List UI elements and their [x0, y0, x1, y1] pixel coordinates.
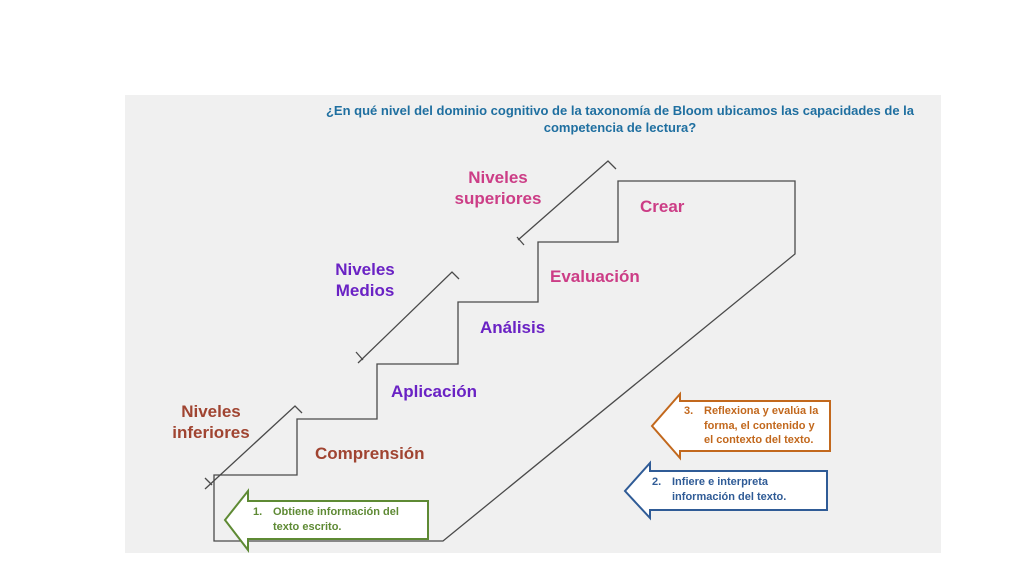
bracket-inferiores [204, 405, 303, 490]
arrow-3-line-3: el contexto del texto. [704, 434, 814, 446]
step-crear: Crear [640, 197, 685, 216]
arrow-3-number: 3. [684, 405, 694, 417]
level-medios-line-2: Medios [335, 281, 395, 300]
arrow-3-line-2: forma, el contenido y [704, 419, 815, 432]
slide: ¿En qué nivel del dominio cognitivo de l… [125, 95, 941, 553]
level-inferiores-line-1: Niveles [181, 402, 241, 421]
level-superiores-line-2: superiores [454, 189, 542, 208]
arrow-2-number: 2. [652, 476, 662, 488]
level-superiores-line-1: Niveles [468, 168, 528, 187]
arrow-3-text: 3. Reflexiona y evalúa la forma, el conte… [684, 404, 818, 448]
bracket-medios [357, 271, 460, 364]
arrow-2-text: 2. Infiere e interpreta información del t… [652, 475, 786, 504]
staircase-diagram [204, 160, 831, 553]
step-comprension: Comprensión [315, 444, 425, 463]
step-evaluacion: Evaluación [550, 267, 640, 286]
level-inferiores-label: Niveles inferiores [161, 401, 261, 443]
arrow-2-line-1: Infiere e interpreta [672, 476, 768, 488]
level-medios-label: Niveles Medios [315, 259, 415, 301]
level-inferiores-line-2: inferiores [172, 423, 250, 442]
arrow-3-shape [650, 391, 831, 461]
arrow-1-shape [223, 488, 429, 553]
bracket-superiores [517, 160, 617, 241]
level-superiores-label: Niveles superiores [448, 167, 548, 209]
bracket-superiores-tick [516, 236, 525, 246]
bracket-medios-tick [355, 351, 364, 361]
bracket-inferiores-tick [204, 477, 213, 486]
title-line-2: competencia de lectura? [543, 120, 697, 135]
step-aplicacion: Aplicación [391, 382, 477, 401]
arrow-1-number: 1. [253, 506, 263, 518]
arrow-1-line-2: texto escrito. [273, 520, 342, 533]
arrow-2-shape [623, 460, 828, 521]
level-medios-line-1: Niveles [335, 260, 395, 279]
step-analisis: Análisis [480, 318, 546, 337]
arrow-1-line-1: Obtiene información del [273, 506, 399, 518]
arrow-3-line-1: Reflexiona y evalúa la [704, 405, 819, 417]
arrow-2-line-2: información del texto. [672, 490, 787, 503]
title-line-1: ¿En qué nivel del dominio cognitivo de l… [325, 103, 915, 118]
arrow-1-text: 1. Obtiene información del texto escrito. [253, 505, 399, 534]
staircase-outline [213, 180, 796, 542]
